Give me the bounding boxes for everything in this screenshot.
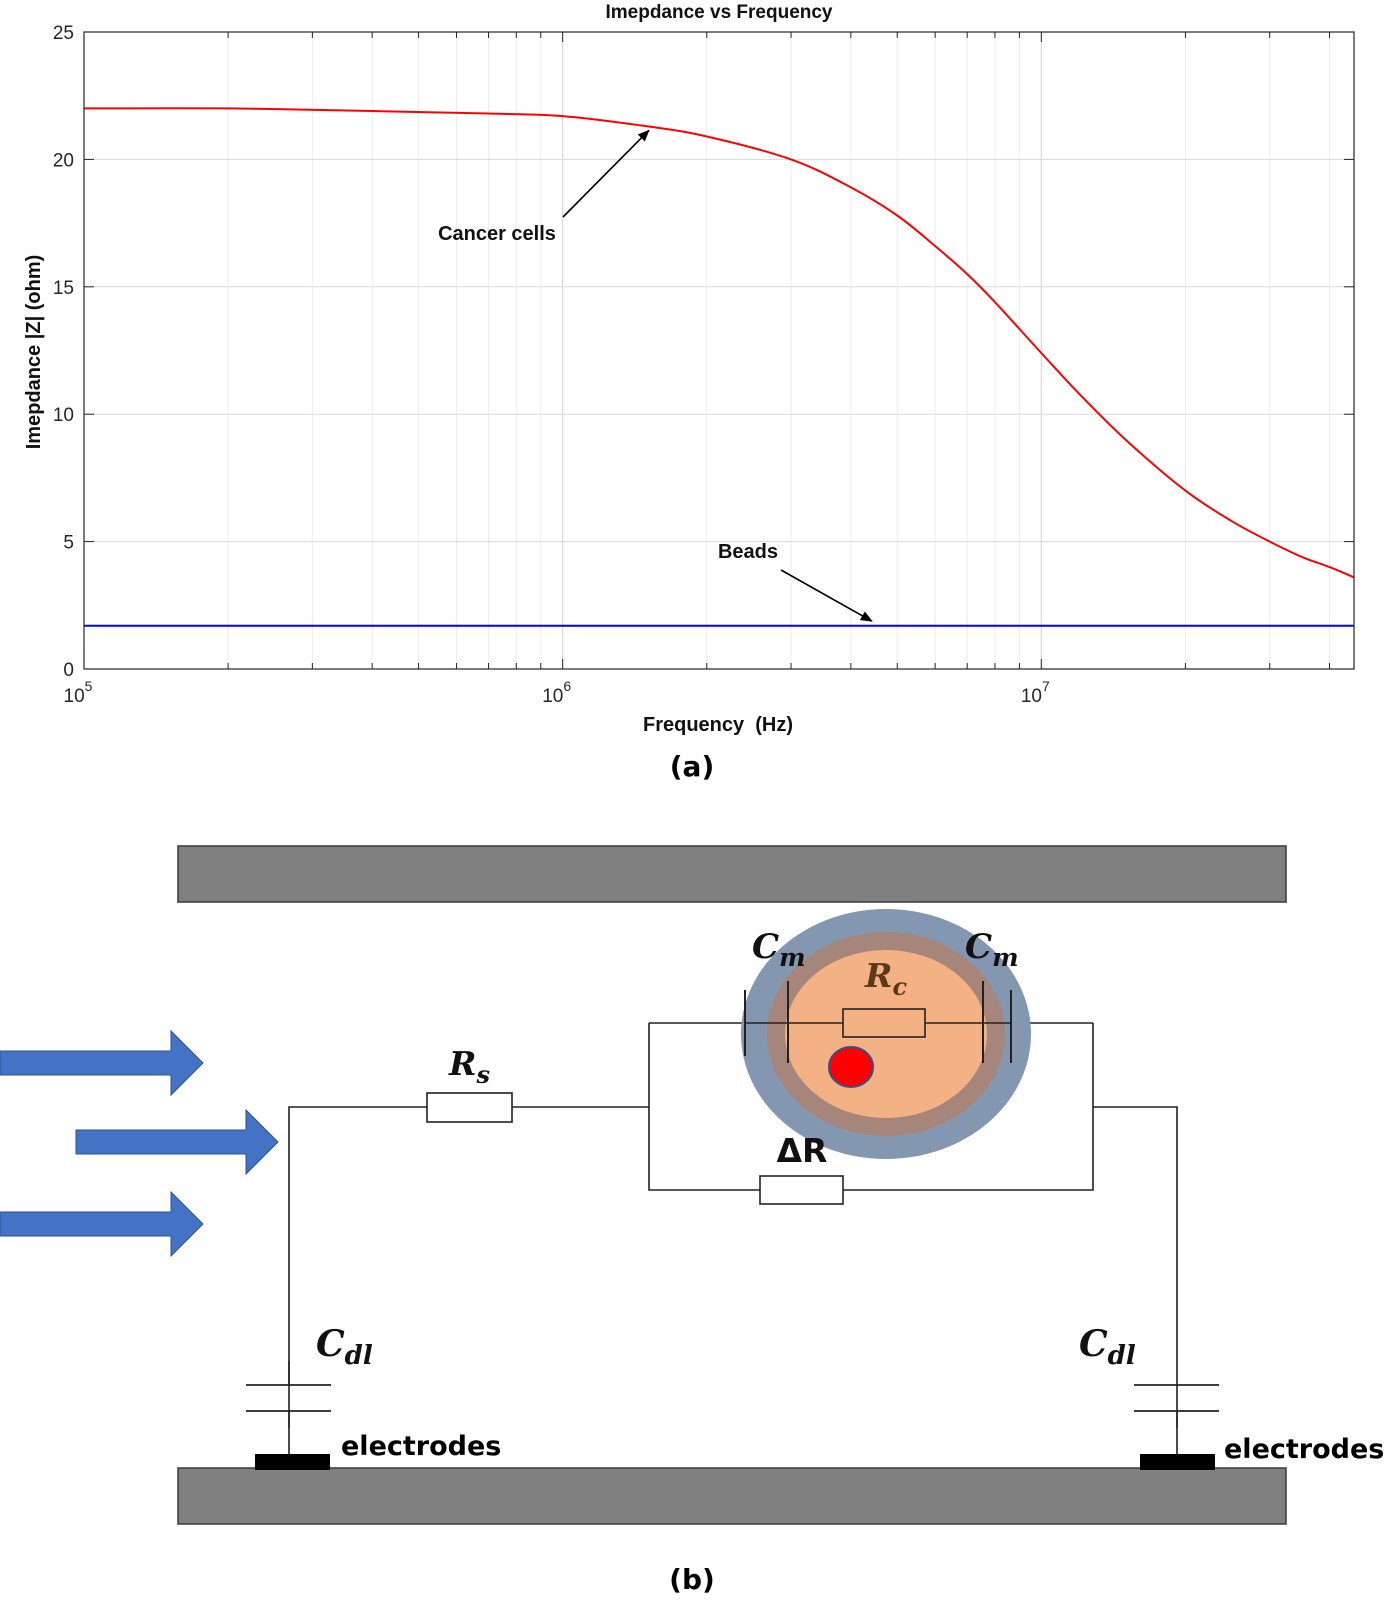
y-tick-label: 0 (63, 660, 74, 681)
y-axis-label: Imepdance |Z| (ohm) (23, 255, 45, 450)
annotation-arrow (780, 569, 873, 622)
y-tick-label: 10 (53, 405, 74, 426)
label-rc: Rc (864, 956, 907, 1001)
tick-label-layer: 0 5 10 15 20 25 105 106 107 (53, 23, 1050, 707)
chart-title: Imepdance vs Frequency (605, 2, 832, 23)
tick-layer (83, 31, 1354, 670)
x-tick-label: 105 (64, 678, 93, 707)
label-cdl-left: Cdl (316, 1323, 373, 1371)
electrode-right (1140, 1454, 1215, 1470)
label-cdl-right: Cdl (1079, 1323, 1136, 1371)
top-plate (177, 845, 1287, 903)
x-tick-label: 106 (542, 678, 571, 707)
panel-label-a: (a) (670, 750, 715, 783)
plot-frame (83, 31, 1355, 670)
circuit-wires (288, 1022, 1178, 1456)
label-electrodes-left: electrodes (341, 1431, 501, 1462)
cell (741, 909, 1031, 1159)
panel-label-b: (b) (669, 1563, 715, 1596)
bottom-plate (177, 1467, 1287, 1525)
y-tick-label: 15 (53, 278, 74, 299)
resistor-rs (426, 1092, 513, 1123)
resistor-rc (842, 1008, 926, 1038)
annotation-arrow (562, 129, 650, 218)
label-cm-right: Cm (965, 927, 1019, 972)
plot-area (84, 32, 1354, 669)
y-tick-label: 20 (53, 150, 74, 171)
label-cm-left: Cm (752, 927, 806, 972)
flow-arrow-bottom (0, 1190, 204, 1258)
circuit-diagram: Rs Cm Cm Rc ΔR Cdl Cdl electrodes electr… (0, 845, 1384, 1525)
y-tick-label: 5 (63, 533, 74, 554)
flow-arrow-top (0, 1029, 204, 1097)
electrode-left (255, 1454, 330, 1470)
annotation-label: Cancer cells (438, 223, 556, 245)
series-layer (83, 107, 1355, 627)
series-line-0 (83, 107, 1355, 579)
label-rs: Rs (448, 1044, 490, 1089)
chart: 0 5 10 15 20 25 105 106 107 Imepdance vs Frequen… (23, 2, 1355, 736)
cell-nucleus (828, 1046, 874, 1088)
annotation-label: Beads (718, 541, 778, 563)
flow-arrow-middle (75, 1108, 279, 1176)
x-tick-label: 107 (1021, 678, 1050, 707)
label-electrodes-right: electrodes (1224, 1434, 1384, 1465)
x-axis-label: Frequency (Hz) (643, 714, 793, 736)
y-tick-label: 25 (53, 23, 74, 44)
label-delta-r: ΔR (777, 1131, 828, 1170)
resistor-delta-r (759, 1175, 844, 1205)
